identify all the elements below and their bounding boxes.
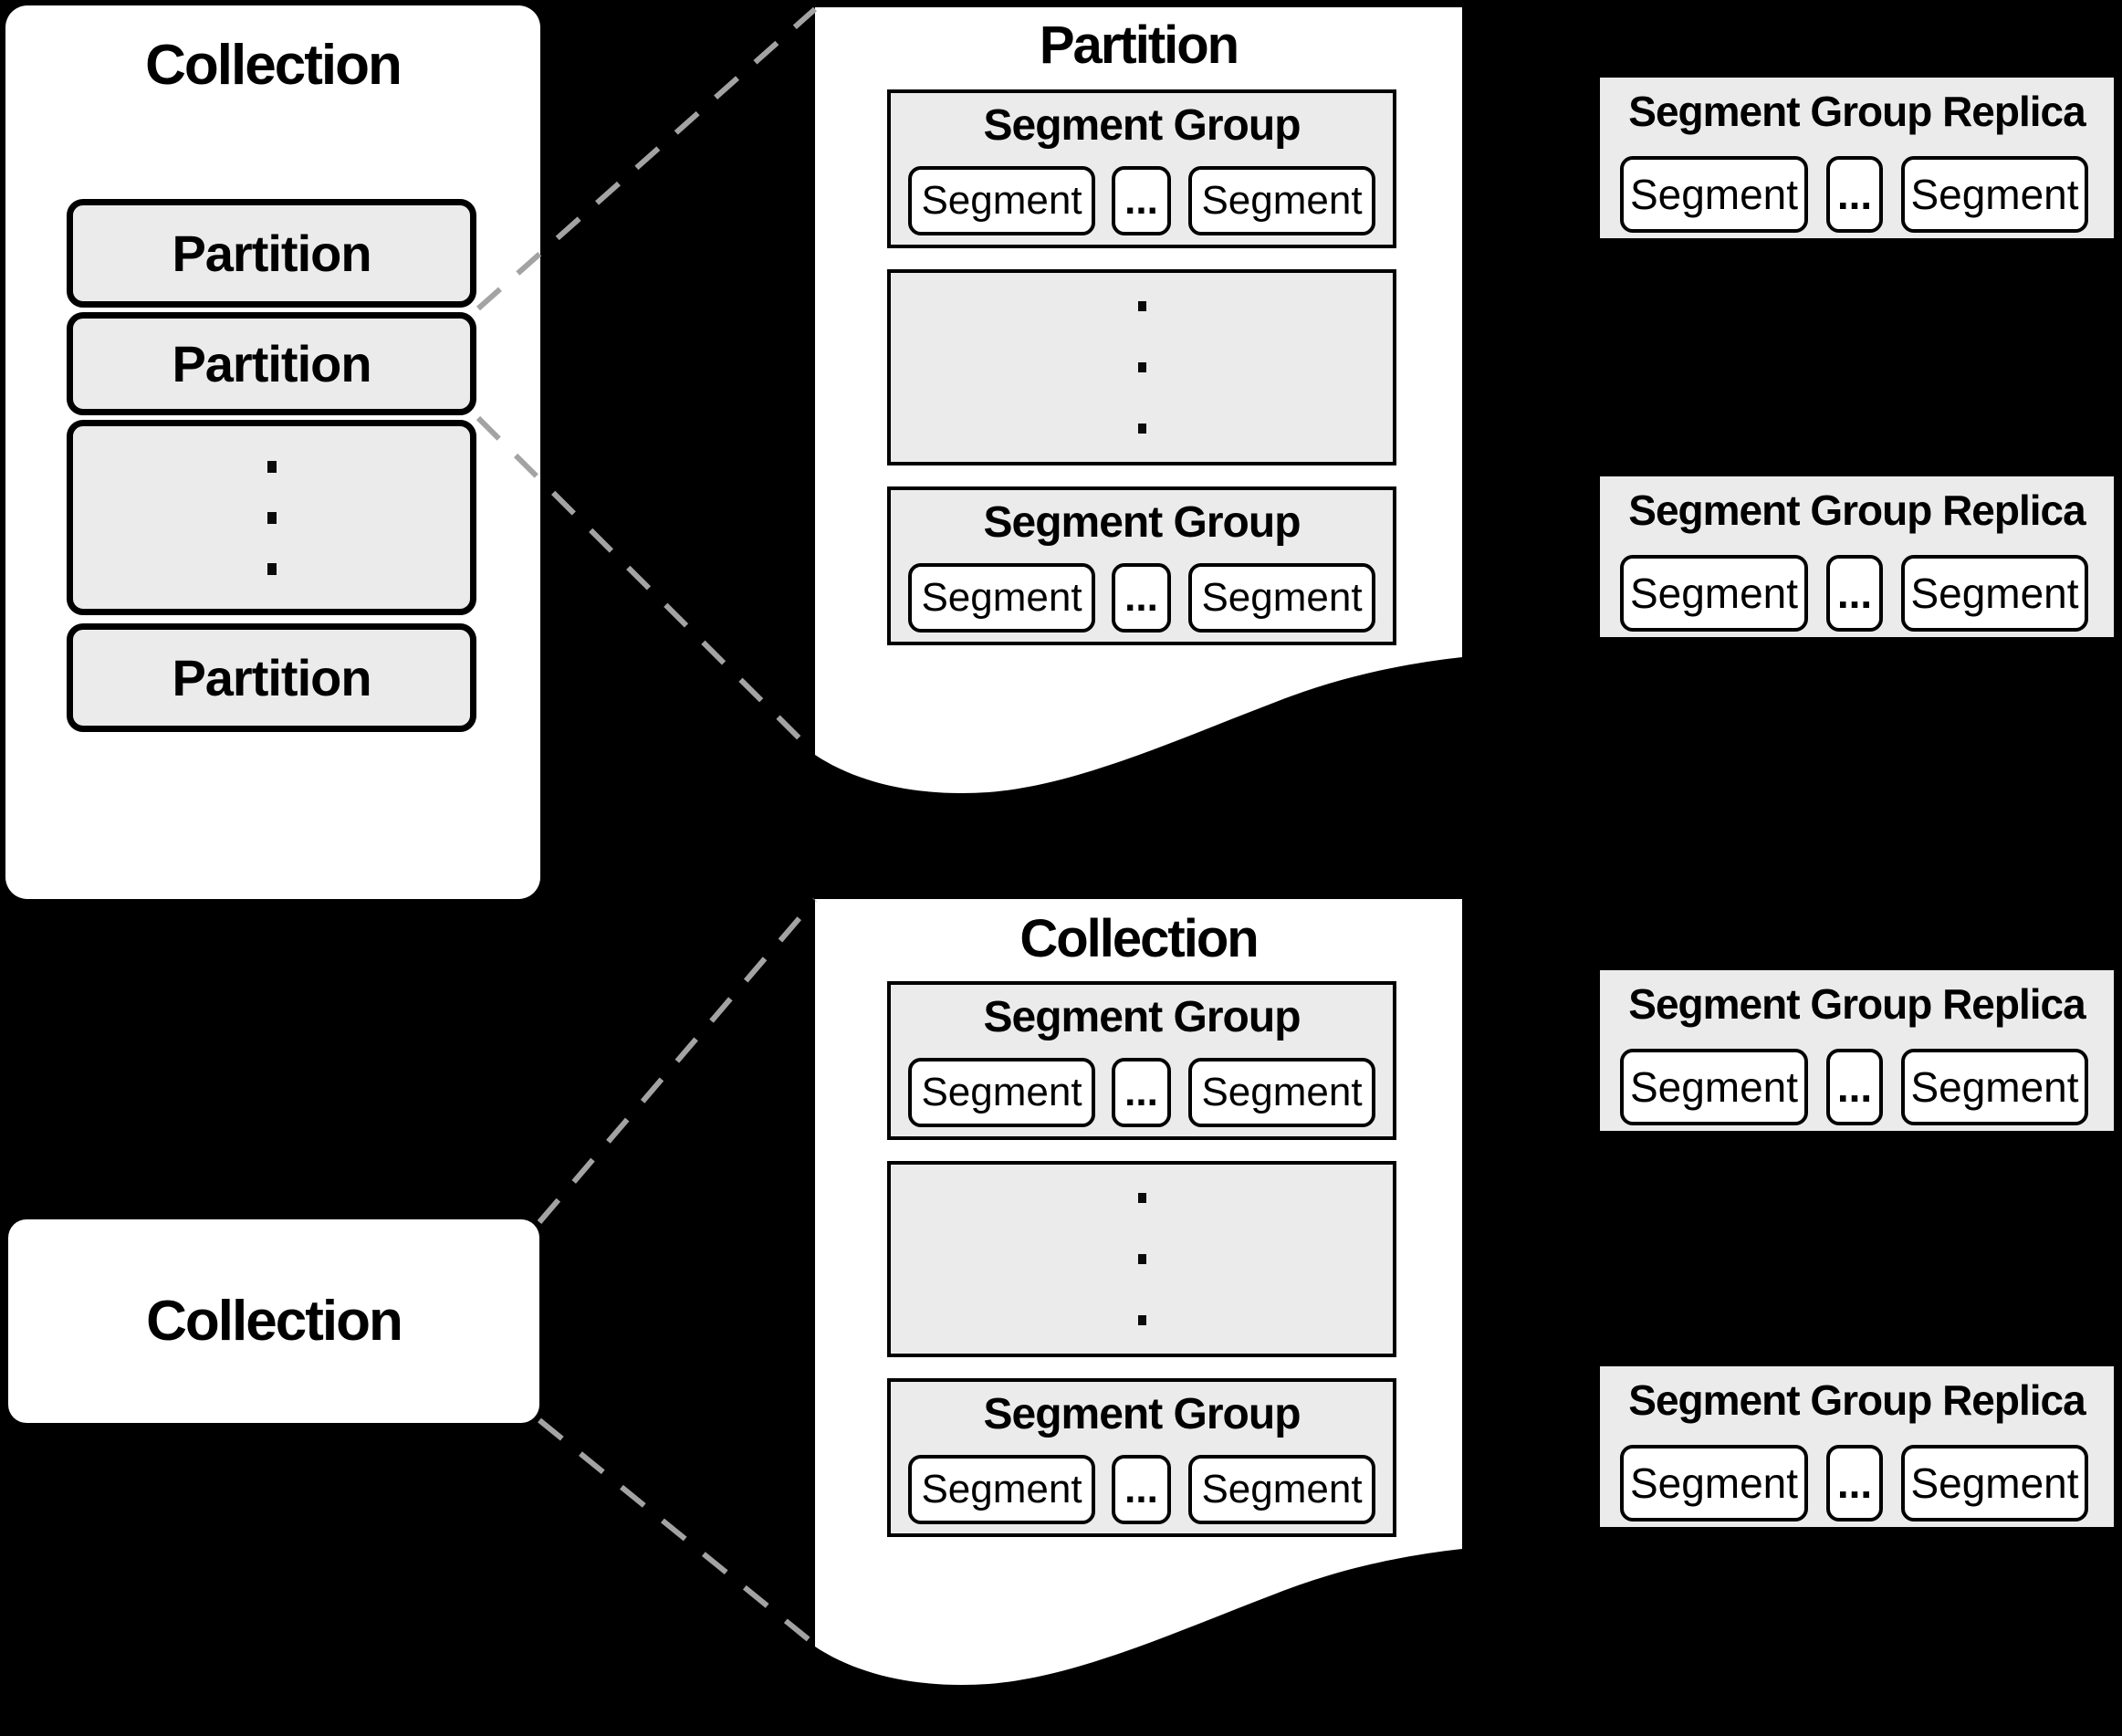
segment-group-box: Segment Group Segment ... Segment bbox=[887, 981, 1396, 1140]
segment-group-replica-title: Segment Group Replica bbox=[1628, 88, 2085, 135]
segment-label: Segment bbox=[1910, 570, 2079, 617]
segment-group-replica-title: Segment Group Replica bbox=[1628, 486, 2085, 534]
vertical-ellipsis-icon bbox=[1137, 424, 1146, 434]
segment-label: Segment bbox=[1629, 1459, 1799, 1507]
collection-simple: Collection bbox=[8, 1219, 539, 1423]
vertical-ellipsis-icon bbox=[267, 562, 277, 575]
vertical-ellipsis-icon bbox=[1137, 1315, 1146, 1325]
segment-box: Segment bbox=[908, 1058, 1095, 1127]
segment-label: Segment bbox=[1910, 1459, 2079, 1507]
horizontal-ellipsis-label: ... bbox=[1836, 570, 1873, 617]
segment-group-title: Segment Group bbox=[983, 1390, 1301, 1438]
segment-box: Segment bbox=[1901, 1445, 2088, 1522]
segment-label: Segment bbox=[921, 575, 1082, 620]
horizontal-ellipsis-label: ... bbox=[1124, 178, 1158, 223]
partition-item-3: Partition bbox=[67, 623, 476, 732]
segment-group-title: Segment Group bbox=[983, 498, 1301, 547]
segment-box: Segment bbox=[1620, 156, 1808, 233]
segment-box: Segment bbox=[1188, 1455, 1375, 1524]
segment-label: Segment bbox=[1910, 1063, 2079, 1111]
segment-group-ellipsis-box bbox=[887, 1161, 1396, 1357]
segment-label: Segment bbox=[921, 1070, 1082, 1114]
vertical-ellipsis-icon bbox=[1137, 362, 1146, 372]
vertical-ellipsis-icon bbox=[1137, 1193, 1146, 1203]
segment-label: Segment bbox=[1201, 178, 1363, 223]
horizontal-ellipsis-label: ... bbox=[1124, 1070, 1158, 1114]
segment-box: Segment bbox=[1188, 1058, 1375, 1127]
partition-item-2-label: Partition bbox=[172, 335, 371, 392]
segment-group-box: Segment Group Segment ... Segment bbox=[887, 89, 1396, 248]
segment-box: Segment bbox=[1901, 555, 2088, 632]
segment-group-box: Segment Group Segment ... Segment bbox=[887, 1378, 1396, 1537]
segment-label: Segment bbox=[1629, 1063, 1799, 1111]
projection-line-top-upper bbox=[476, 6, 817, 311]
segment-label: Segment bbox=[1629, 171, 1799, 218]
segment-label: Segment bbox=[1201, 575, 1363, 620]
horizontal-ellipsis-label: ... bbox=[1124, 1467, 1158, 1511]
partition-item-1-label: Partition bbox=[172, 225, 371, 282]
segment-box: Segment bbox=[908, 1455, 1095, 1524]
segment-label: Segment bbox=[1201, 1070, 1363, 1114]
vertical-ellipsis-icon bbox=[267, 460, 277, 473]
vertical-ellipsis-icon bbox=[1137, 1254, 1146, 1264]
horizontal-ellipsis-label: ... bbox=[1836, 1459, 1873, 1507]
segment-ellipsis-box: ... bbox=[1826, 555, 1883, 632]
segment-ellipsis-box: ... bbox=[1826, 156, 1883, 233]
projection-line-bottom-upper bbox=[537, 898, 818, 1224]
horizontal-ellipsis-label: ... bbox=[1836, 1063, 1873, 1111]
partition-ellipsis-box bbox=[67, 420, 476, 615]
segment-group-title: Segment Group bbox=[983, 101, 1301, 150]
segment-group-title: Segment Group bbox=[983, 993, 1301, 1041]
partition-item-2: Partition bbox=[67, 312, 476, 415]
projection-line-top-lower bbox=[476, 415, 818, 757]
segment-label: Segment bbox=[921, 1467, 1082, 1511]
segment-ellipsis-box: ... bbox=[1826, 1445, 1883, 1522]
projection-line-bottom-lower bbox=[538, 1417, 817, 1647]
segment-ellipsis-box: ... bbox=[1112, 1455, 1171, 1524]
vertical-ellipsis-icon bbox=[267, 511, 277, 524]
vertical-ellipsis-icon bbox=[1137, 301, 1146, 311]
segment-box: Segment bbox=[908, 563, 1095, 633]
segment-group-replica: Segment Group Replica Segment ... Segmen… bbox=[1600, 78, 2114, 238]
segment-group-replica: Segment Group Replica Segment ... Segmen… bbox=[1600, 1366, 2114, 1527]
segment-group-replica: Segment Group Replica Segment ... Segmen… bbox=[1600, 476, 2114, 637]
segment-box: Segment bbox=[1620, 1049, 1808, 1125]
partition-item-3-label: Partition bbox=[172, 649, 371, 706]
segment-group-box: Segment Group Segment ... Segment bbox=[887, 486, 1396, 645]
segment-label: Segment bbox=[1910, 171, 2079, 218]
segment-label: Segment bbox=[1629, 570, 1799, 617]
segment-box: Segment bbox=[1188, 563, 1375, 633]
segment-ellipsis-box: ... bbox=[1112, 1058, 1171, 1127]
segment-box: Segment bbox=[1620, 555, 1808, 632]
segment-group-replica: Segment Group Replica Segment ... Segmen… bbox=[1600, 970, 2114, 1131]
collection-page-title: Collection bbox=[1019, 909, 1259, 968]
segment-box: Segment bbox=[908, 166, 1095, 235]
segment-box: Segment bbox=[1901, 1049, 2088, 1125]
horizontal-ellipsis-label: ... bbox=[1124, 575, 1158, 620]
segment-ellipsis-box: ... bbox=[1112, 166, 1171, 235]
partition-item-1: Partition bbox=[67, 199, 476, 308]
segment-group-replica-title: Segment Group Replica bbox=[1628, 980, 2085, 1028]
collection-stack-title: Collection bbox=[145, 34, 402, 97]
segment-ellipsis-box: ... bbox=[1112, 563, 1171, 633]
segment-ellipsis-box: ... bbox=[1826, 1049, 1883, 1125]
segment-box: Segment bbox=[1620, 1445, 1808, 1522]
collection-simple-shell bbox=[8, 1219, 539, 1423]
segment-label: Segment bbox=[1201, 1467, 1363, 1511]
partition-page-title: Partition bbox=[1039, 16, 1239, 75]
segment-box: Segment bbox=[1188, 166, 1375, 235]
segment-box: Segment bbox=[1901, 156, 2088, 233]
collection-simple-title: Collection bbox=[146, 1290, 403, 1353]
segment-group-replica-title: Segment Group Replica bbox=[1628, 1376, 2085, 1424]
segment-label: Segment bbox=[921, 178, 1082, 223]
horizontal-ellipsis-label: ... bbox=[1836, 171, 1873, 218]
segment-group-ellipsis-box bbox=[887, 269, 1396, 465]
collection-stack: Collection Partition Partition Partition bbox=[5, 5, 540, 899]
